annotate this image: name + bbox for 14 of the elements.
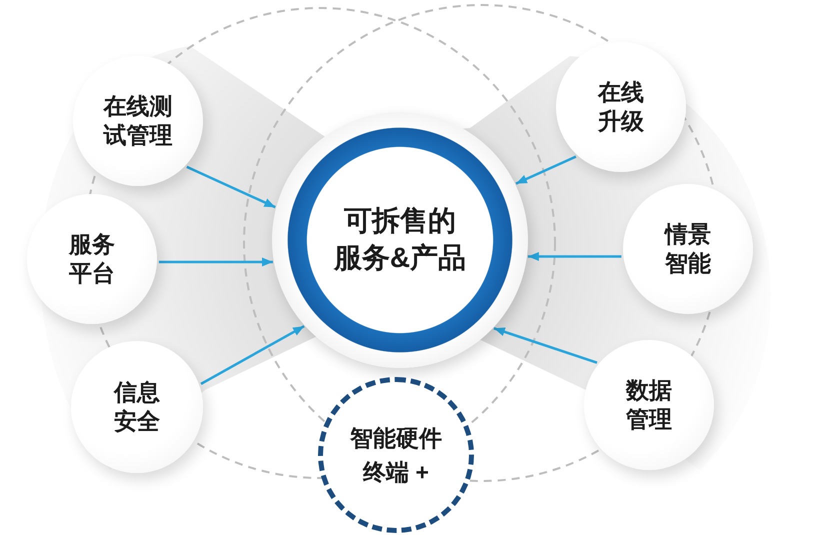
node-label: 在线测试管理 <box>102 92 174 150</box>
node-label: 信息安全 <box>112 378 161 436</box>
node-label: 在线升级 <box>596 78 645 136</box>
node-label: 情景智能 <box>663 220 712 278</box>
arrow <box>186 166 276 208</box>
arrow <box>200 325 305 385</box>
arrow <box>158 258 273 266</box>
arrow <box>494 327 598 364</box>
node-label: 数据管理 <box>624 376 673 434</box>
node-label: 可拆售的服务&产品 <box>332 204 468 275</box>
arrow <box>515 155 576 185</box>
node-label: 服务平台 <box>68 230 116 288</box>
arrow <box>528 252 622 261</box>
node-label: 智能硬件终端 + <box>348 424 443 487</box>
